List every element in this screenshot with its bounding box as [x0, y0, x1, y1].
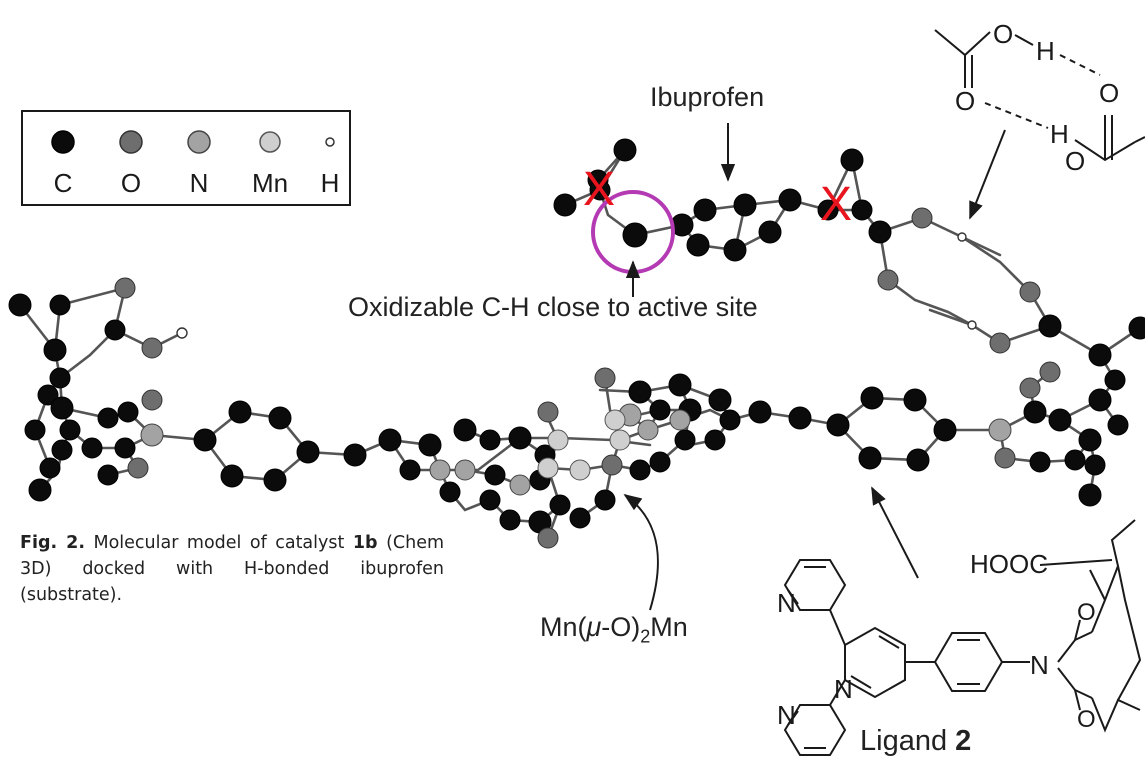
caption-text-2: (Chem 3D) docked with H-bonded ibuprofen… — [20, 533, 445, 605]
legend-label-manganese: Mn — [251, 168, 289, 198]
oxygen-atoms — [114, 207, 1061, 549]
ligand-label: Ligand 2 — [860, 725, 971, 758]
mn-core-mu: μ — [586, 612, 602, 642]
ball-and-stick-atoms — [8, 138, 1145, 549]
legend-swatch-manganese — [259, 131, 281, 153]
acid-o-upper-label: O — [993, 19, 1013, 49]
mn-core-label: Mn(μ-O)2Mn — [540, 612, 688, 647]
carbon-atoms — [8, 138, 1145, 534]
mn-core-arrow — [623, 493, 659, 611]
ligand-structure — [783, 519, 1142, 756]
legend-swatch-carbon — [51, 130, 75, 154]
ligand-n-imide-label: N — [1030, 650, 1049, 680]
ligand-o-bottom-label: O — [1077, 706, 1096, 733]
caption-fig-label: Fig. 2. — [20, 533, 85, 553]
ligand-n3-label: N — [777, 700, 796, 730]
ligand-n1-label: N — [777, 588, 796, 618]
annotation-arrows — [623, 123, 1006, 611]
acid-o-right-top-label: O — [1099, 78, 1119, 108]
ibuprofen-label: Ibuprofen — [650, 82, 765, 112]
legend-swatch-oxygen — [119, 130, 143, 154]
manganese-atoms — [537, 409, 631, 481]
acid-h-upper-label: H — [1036, 36, 1055, 66]
ligand-n2-label: N — [834, 674, 853, 704]
ligand-o-top-label: O — [1077, 599, 1096, 626]
legend-label-nitrogen: N — [189, 168, 209, 198]
acid-o-lower-label: O — [955, 86, 975, 116]
blocked-site-mark-right: X — [820, 178, 852, 231]
acid-dimer-arrow — [969, 129, 1006, 220]
atom-legend: C O N Mn H — [21, 110, 351, 206]
legend-swatches — [51, 130, 335, 154]
blocked-site-mark-left: X — [583, 163, 615, 216]
ligand-arrow — [871, 486, 919, 579]
ligand-label-prefix: Ligand — [860, 725, 956, 757]
legend-label-oxygen: O — [120, 168, 142, 198]
ligand-label-number: 2 — [955, 725, 972, 757]
caption-text-1: Molecular model of catalyst — [84, 533, 353, 553]
mn-core-mid: -O) — [601, 612, 641, 642]
legend-swatch-hydrogen — [325, 137, 335, 147]
ligand-hooc-label: HOOC — [970, 549, 1048, 579]
oxidizable-site-label: Oxidizable C-H close to active site — [348, 292, 758, 322]
mn-core-suffix: Mn — [650, 612, 688, 642]
mn-core-subscript: 2 — [640, 626, 651, 647]
acid-dimer-structure — [934, 29, 1145, 162]
acid-h-lower-label: H — [1050, 119, 1069, 149]
legend-label-hydrogen: H — [320, 168, 340, 198]
legend-swatch-nitrogen — [187, 130, 211, 154]
acid-o-right-bottom-label: O — [1065, 146, 1085, 176]
legend-label-carbon: C — [53, 168, 73, 198]
mn-core-prefix: Mn( — [540, 612, 587, 642]
figure-caption: Fig. 2. Molecular model of catalyst 1b (… — [20, 530, 444, 608]
hydrogen-atoms — [176, 232, 977, 339]
caption-compound: 1b — [352, 533, 378, 553]
